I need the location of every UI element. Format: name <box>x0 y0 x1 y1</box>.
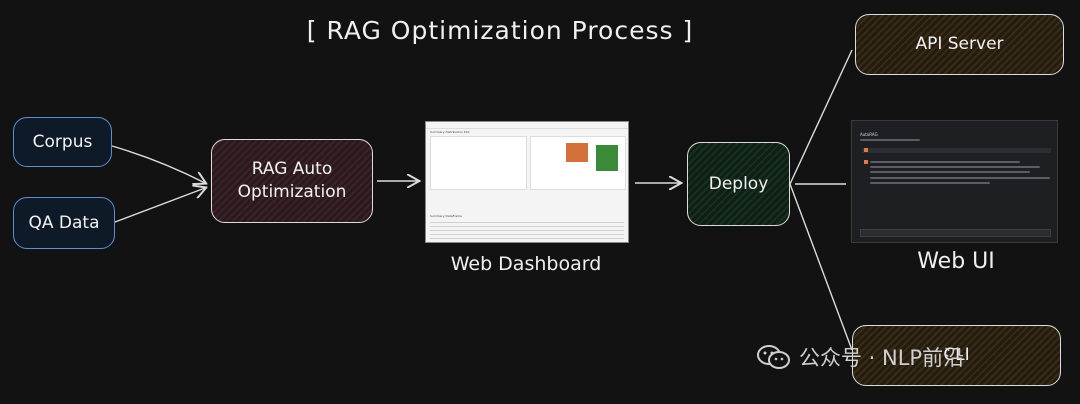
dashboard-scatter-panel <box>430 136 527 190</box>
node-cli: CLI <box>852 325 1061 386</box>
node-rag-auto-line2: Optimization <box>237 182 347 202</box>
node-corpus: Corpus <box>13 117 112 167</box>
web-dashboard-thumbnail: Summary Distribution Plot Summary DataFr… <box>425 121 629 243</box>
node-qa-data: QA Data <box>13 197 115 249</box>
node-deploy: Deploy <box>687 142 790 226</box>
node-api-server: API Server <box>855 14 1064 75</box>
web-dashboard-caption: Web Dashboard <box>450 253 602 275</box>
wechat-icon <box>757 344 791 370</box>
dashboard-tabs <box>426 122 628 129</box>
diagram-title: [ RAG Optimization Process ] <box>306 16 694 45</box>
node-deploy-label: Deploy <box>708 173 769 194</box>
arrow-corpus-to-optimization <box>111 145 205 183</box>
boxplot-orange <box>566 143 588 162</box>
web-ui-thumbnail: AutoRAG <box>851 120 1058 243</box>
arrow-qa-to-optimization <box>114 188 205 223</box>
line-deploy-to-api-server <box>789 49 853 185</box>
watermark-text: 公众号 · NLP前沿 <box>799 346 965 370</box>
line-deploy-to-cli <box>789 183 853 351</box>
node-api-server-label: API Server <box>915 34 1004 55</box>
web-ui-caption: Web UI <box>917 249 995 274</box>
node-corpus-label: Corpus <box>32 131 93 152</box>
node-qa-data-label: QA Data <box>28 212 100 233</box>
webui-chat-input <box>860 229 1051 237</box>
webui-title: AutoRAG <box>860 132 878 137</box>
node-rag-auto-optimization: RAG Auto Optimization <box>211 139 373 223</box>
watermark: 公众号 · NLP前沿 <box>757 342 964 372</box>
node-cli-label: CLI <box>943 345 970 366</box>
dashboard-heading: Summary Distribution Plot <box>430 130 470 134</box>
dashboard-table-heading: Summary DataFrame <box>430 214 462 218</box>
node-rag-auto-line1: RAG Auto <box>251 159 333 180</box>
boxplot-green <box>596 145 618 171</box>
